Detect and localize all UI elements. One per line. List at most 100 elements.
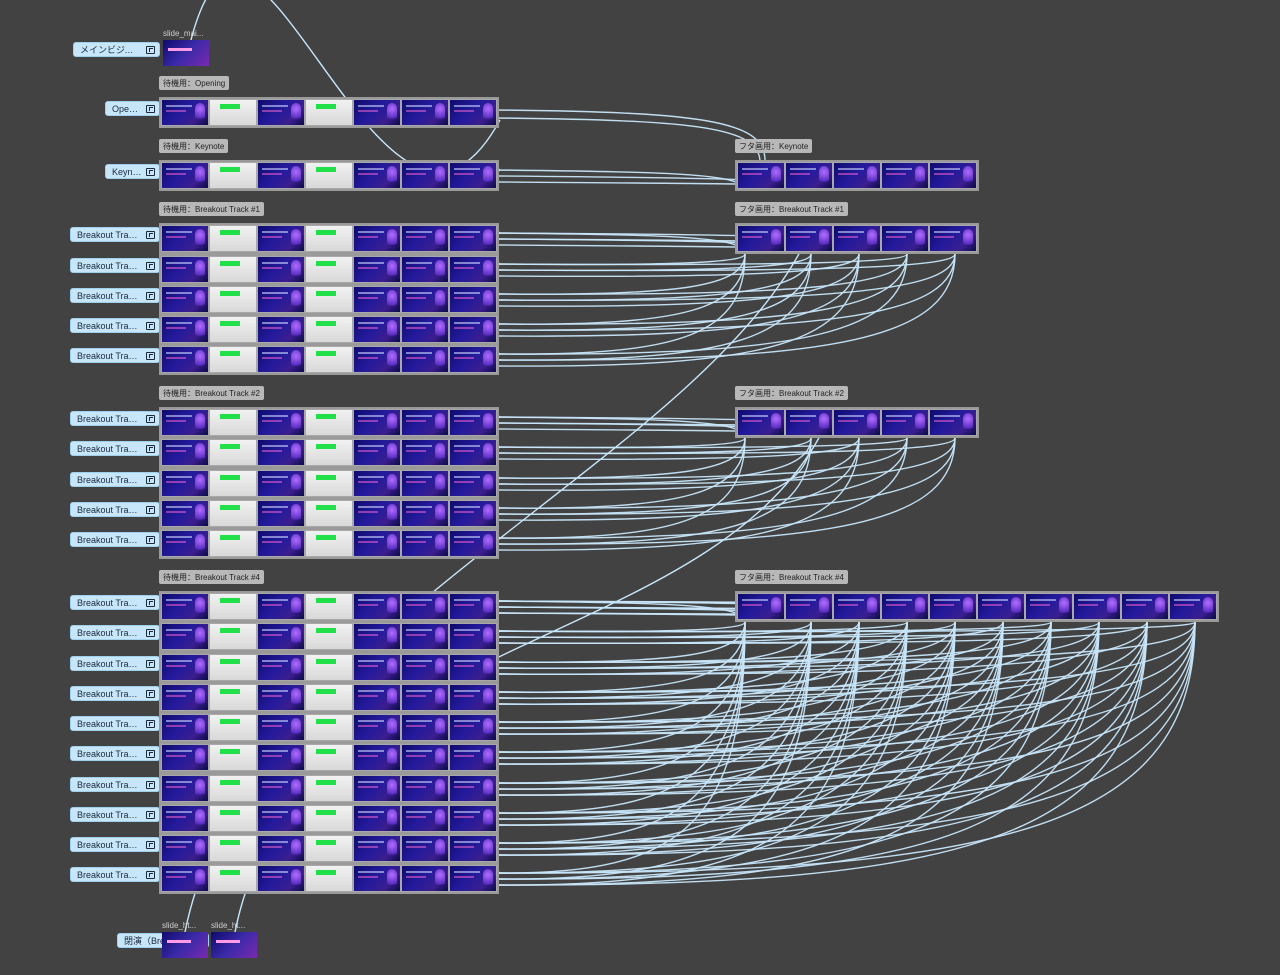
slide-thumbnail[interactable]: [738, 594, 784, 619]
slide-thumbnail[interactable]: [402, 745, 448, 770]
slide-thumbnail[interactable]: [306, 100, 352, 125]
slide-thumbnail[interactable]: [306, 866, 352, 891]
strip-wait-keynote[interactable]: [159, 160, 499, 191]
slide-thumbnail[interactable]: [450, 440, 496, 465]
slide-thumbnail[interactable]: [258, 866, 304, 891]
bt2-button-3[interactable]: Breakout Track ...: [70, 472, 160, 487]
slide-thumbnail[interactable]: [306, 163, 352, 188]
slide-thumbnail[interactable]: [210, 745, 256, 770]
strip-wait-bt1-row-5[interactable]: [159, 344, 499, 375]
bt4-button-7[interactable]: Breakout Track ...: [70, 777, 160, 792]
slide-thumbnail[interactable]: [210, 471, 256, 496]
slide-thumbnail[interactable]: [786, 163, 832, 188]
strip-wait-bt1-row-4[interactable]: [159, 314, 499, 345]
closing-slide-2[interactable]: [211, 932, 257, 958]
strip-lid-keynote[interactable]: [735, 160, 979, 191]
slide-thumbnail[interactable]: [450, 655, 496, 680]
slide-thumbnail[interactable]: [162, 806, 208, 831]
slide-thumbnail[interactable]: [354, 806, 400, 831]
slide-thumbnail[interactable]: [162, 776, 208, 801]
slide-thumbnail[interactable]: [402, 257, 448, 282]
slide-thumbnail[interactable]: [162, 257, 208, 282]
slide-thumbnail[interactable]: [402, 347, 448, 372]
main-visual-slide[interactable]: [163, 40, 209, 66]
slide-thumbnail[interactable]: [306, 624, 352, 649]
slide-thumbnail[interactable]: [306, 806, 352, 831]
slide-thumbnail[interactable]: [162, 471, 208, 496]
closing-slide-1[interactable]: [162, 932, 208, 958]
slide-thumbnail[interactable]: [258, 715, 304, 740]
slide-thumbnail[interactable]: [402, 100, 448, 125]
slide-thumbnail[interactable]: [306, 347, 352, 372]
slide-thumbnail[interactable]: [450, 866, 496, 891]
slide-thumbnail[interactable]: [162, 866, 208, 891]
slide-thumbnail[interactable]: [210, 685, 256, 710]
bt1-button-4[interactable]: Breakout Track ...: [70, 318, 160, 333]
slide-thumbnail[interactable]: [402, 471, 448, 496]
slide-thumbnail[interactable]: [210, 866, 256, 891]
slide-thumbnail[interactable]: [258, 836, 304, 861]
slide-thumbnail[interactable]: [306, 287, 352, 312]
slide-thumbnail[interactable]: [210, 836, 256, 861]
group-title-lid-bt2[interactable]: フタ画用：Breakout Track #2: [735, 386, 848, 400]
slide-thumbnail[interactable]: [162, 715, 208, 740]
slide-thumbnail[interactable]: [1170, 594, 1216, 619]
bt1-button-5[interactable]: Breakout Track ...: [70, 348, 160, 363]
slide-thumbnail[interactable]: [354, 655, 400, 680]
strip-wait-bt4-row-3[interactable]: [159, 652, 499, 683]
slide-thumbnail[interactable]: [258, 410, 304, 435]
strip-wait-bt1-row-1[interactable]: [159, 223, 499, 254]
slide-thumbnail[interactable]: [210, 776, 256, 801]
slide-thumbnail[interactable]: [162, 347, 208, 372]
slide-thumbnail[interactable]: [354, 685, 400, 710]
strip-wait-bt4-row-8[interactable]: [159, 803, 499, 834]
slide-thumbnail[interactable]: [354, 226, 400, 251]
slide-thumbnail[interactable]: [306, 836, 352, 861]
slide-thumbnail[interactable]: [210, 410, 256, 435]
slide-thumbnail[interactable]: [306, 685, 352, 710]
slide-thumbnail[interactable]: [354, 440, 400, 465]
slide-thumbnail[interactable]: [402, 163, 448, 188]
slide-thumbnail[interactable]: [306, 594, 352, 619]
bt4-button-2[interactable]: Breakout Track ...: [70, 625, 160, 640]
slide-thumbnail[interactable]: [306, 655, 352, 680]
slide-thumbnail[interactable]: [306, 715, 352, 740]
bt2-button-1[interactable]: Breakout Track ...: [70, 411, 160, 426]
strip-wait-bt4-row-6[interactable]: [159, 742, 499, 773]
slide-thumbnail[interactable]: [930, 163, 976, 188]
slide-thumbnail[interactable]: [786, 594, 832, 619]
slide-thumbnail[interactable]: [834, 163, 880, 188]
slide-thumbnail[interactable]: [258, 287, 304, 312]
slide-thumbnail[interactable]: [306, 471, 352, 496]
group-title-lid-bt1[interactable]: フタ画用：Breakout Track #1: [735, 202, 848, 216]
strip-wait-bt2-row-1[interactable]: [159, 407, 499, 438]
strip-wait-bt4-row-1[interactable]: [159, 591, 499, 622]
main-visual-button[interactable]: メインビジュアル: [73, 42, 160, 57]
slide-thumbnail[interactable]: [450, 501, 496, 526]
strip-wait-bt4-row-5[interactable]: [159, 712, 499, 743]
slide-thumbnail[interactable]: [210, 163, 256, 188]
strip-wait-bt1-row-2[interactable]: [159, 254, 499, 285]
slide-thumbnail[interactable]: [450, 226, 496, 251]
slide-thumbnail[interactable]: [402, 776, 448, 801]
slide-thumbnail[interactable]: [450, 100, 496, 125]
slide-thumbnail[interactable]: [210, 655, 256, 680]
slide-thumbnail[interactable]: [402, 440, 448, 465]
slide-thumbnail[interactable]: [258, 531, 304, 556]
slide-thumbnail[interactable]: [354, 163, 400, 188]
slide-thumbnail[interactable]: [402, 531, 448, 556]
slide-thumbnail[interactable]: [210, 317, 256, 342]
opening-button[interactable]: Opening: [105, 101, 160, 116]
bt1-button-2[interactable]: Breakout Track ...: [70, 258, 160, 273]
slide-thumbnail[interactable]: [402, 836, 448, 861]
slide-thumbnail[interactable]: [306, 410, 352, 435]
slide-thumbnail[interactable]: [738, 163, 784, 188]
slide-thumbnail[interactable]: [258, 685, 304, 710]
slide-thumbnail[interactable]: [402, 866, 448, 891]
slide-thumbnail[interactable]: [930, 410, 976, 435]
slide-thumbnail[interactable]: [258, 501, 304, 526]
slide-thumbnail[interactable]: [402, 715, 448, 740]
group-title-wait-bt4[interactable]: 待機用：Breakout Track #4: [159, 570, 264, 584]
slide-thumbnail[interactable]: [162, 594, 208, 619]
slide-thumbnail[interactable]: [354, 866, 400, 891]
